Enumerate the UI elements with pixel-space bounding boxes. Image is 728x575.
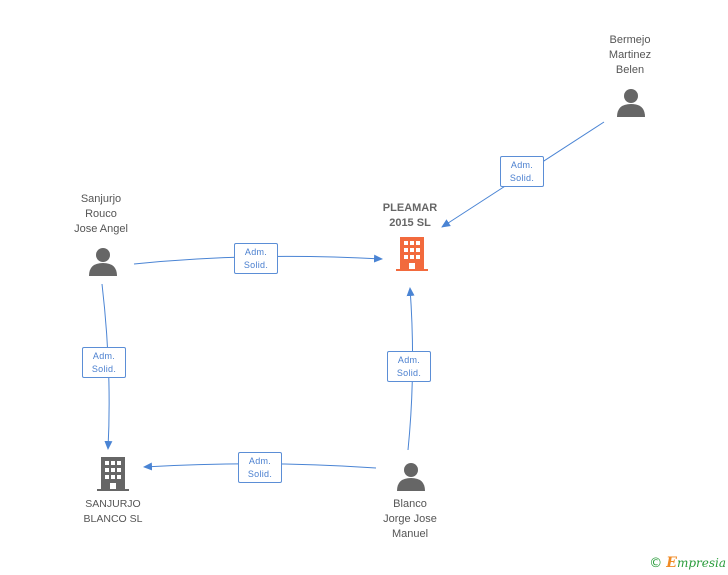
- person-name-line: Rouco: [85, 208, 117, 220]
- edge-label-blanco-pleamar[interactable]: Adm. Solid.: [387, 351, 431, 382]
- person-name-line: Sanjurjo: [80, 193, 122, 205]
- person-label-sanjurjo-rouco[interactable]: Sanjurjo Rouco Jose Angel: [60, 192, 142, 237]
- person-name-line: Blanco: [393, 498, 427, 510]
- edge-label-rouco-sanjurjo[interactable]: Adm. Solid.: [82, 347, 126, 378]
- brand-name: mpresia: [676, 556, 726, 570]
- company-label-sanjurjo-blanco[interactable]: SANJURJO BLANCO SL: [68, 497, 158, 527]
- person-icon[interactable]: [88, 246, 118, 276]
- edge-label-line: Solid.: [91, 364, 117, 374]
- person-icon[interactable]: [396, 461, 426, 491]
- edge-label-line: Solid.: [243, 260, 269, 270]
- brand-initial: E: [666, 555, 677, 571]
- person-icon[interactable]: [616, 87, 646, 117]
- company-name-line: SANJURJO: [85, 498, 141, 510]
- edge-label-line: Adm.: [244, 247, 268, 257]
- building-icon[interactable]: [97, 457, 129, 491]
- person-name-line: Jorge Jose: [383, 513, 437, 525]
- edge-label-line: Adm.: [92, 351, 116, 361]
- edge-label-rouco-pleamar[interactable]: Adm. Solid.: [234, 243, 278, 274]
- company-label-pleamar[interactable]: PLEAMAR 2015 SL: [370, 201, 450, 231]
- edge-label-line: Adm.: [510, 160, 534, 170]
- person-name-line: Martinez: [608, 49, 652, 61]
- person-label-blanco[interactable]: Blanco Jorge Jose Manuel: [366, 497, 454, 542]
- company-name-line: BLANCO SL: [83, 513, 143, 525]
- person-name-line: Jose Angel: [74, 223, 128, 235]
- edge-label-line: Solid.: [509, 173, 535, 183]
- copyright-symbol: ©: [649, 556, 663, 571]
- company-name-line: PLEAMAR: [382, 202, 438, 214]
- building-icon[interactable]: [396, 237, 428, 271]
- edge-label-line: Adm.: [248, 456, 272, 466]
- edge-label-blanco-sanjurjo[interactable]: Adm. Solid.: [238, 452, 282, 483]
- edge-label-bermejo-pleamar[interactable]: Adm. Solid.: [500, 156, 544, 187]
- person-name-line: Belen: [615, 64, 645, 76]
- edge-label-line: Solid.: [396, 368, 422, 378]
- edge-label-line: Adm.: [397, 355, 421, 365]
- edge-label-line: Solid.: [247, 469, 273, 479]
- company-name-line: 2015 SL: [389, 217, 431, 229]
- brand-logo: ©Empresia: [649, 555, 726, 571]
- person-name-line: Bermejo: [609, 34, 651, 46]
- person-label-bermejo[interactable]: Bermejo Martinez Belen: [590, 33, 670, 78]
- person-name-line: Manuel: [391, 528, 429, 540]
